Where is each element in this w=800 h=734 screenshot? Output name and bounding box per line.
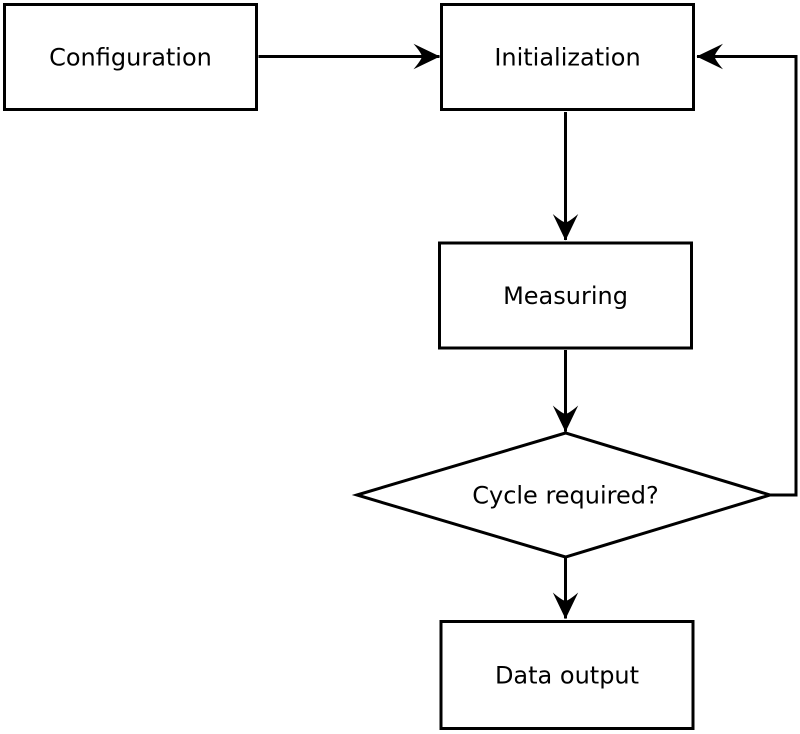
edge-cycle-required-to-initialization-feedback [696, 43, 798, 497]
node-data-output [439, 620, 695, 730]
node-cycle-required [351, 431, 776, 559]
node-label-measuring: Measuring [503, 282, 628, 310]
node-configuration [3, 3, 258, 111]
node-label-initialization: Initialization [494, 44, 640, 72]
node-label-configuration: Configuration [49, 44, 212, 72]
node-label-cycle-required: Cycle required? [472, 482, 659, 510]
node-measuring [438, 241, 693, 350]
node-initialization [440, 3, 695, 111]
node-label-data-output: Data output [495, 662, 639, 690]
